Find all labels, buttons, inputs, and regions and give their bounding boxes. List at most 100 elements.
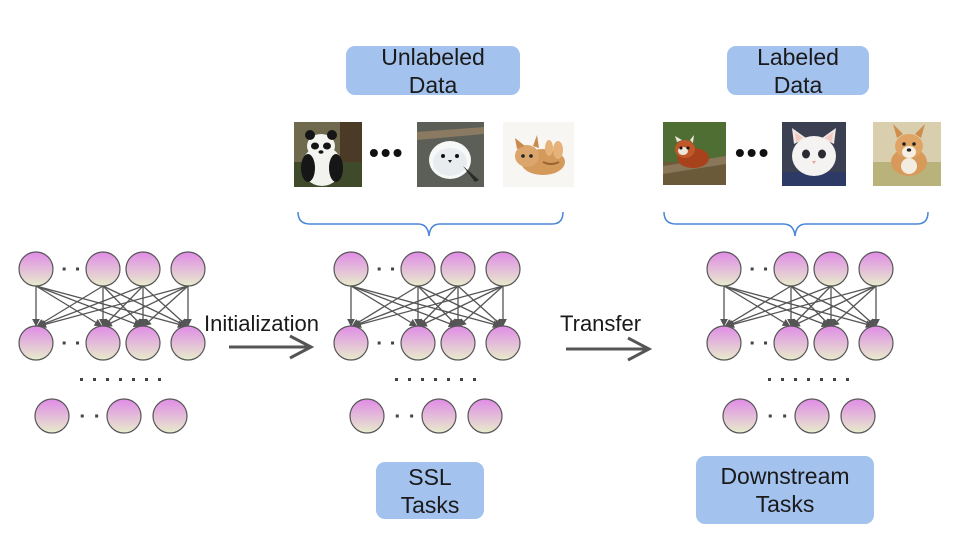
dog-icon xyxy=(873,122,941,186)
layer-ellipsis-dot xyxy=(807,378,810,381)
row-ellipsis-dot xyxy=(783,414,787,418)
neuron-node-hidden xyxy=(858,325,894,361)
unlabeled-data-box: Unlabeled Data xyxy=(346,43,520,98)
neuron-node-output xyxy=(421,398,457,434)
layer-ellipsis-dot xyxy=(106,378,109,381)
row-ellipsis-dot xyxy=(377,341,381,345)
network-connection xyxy=(102,285,188,327)
row-ellipsis-dot xyxy=(76,341,80,345)
layer-ellipsis-dot xyxy=(820,378,823,381)
layer-ellipsis-dot xyxy=(80,378,83,381)
layer-ellipsis-dot xyxy=(768,378,771,381)
panda-icon xyxy=(294,122,362,187)
row-ellipsis-dot xyxy=(95,414,99,418)
layer-ellipsis-dot xyxy=(447,378,450,381)
row-ellipsis-dot xyxy=(62,341,66,345)
neuron-node-output xyxy=(349,398,385,434)
network-connection xyxy=(350,285,457,328)
row-ellipsis-dot xyxy=(750,341,754,345)
unlabeled-data-line1: Unlabeled xyxy=(381,43,485,70)
neuron-node-hidden xyxy=(706,325,742,361)
red-panda-icon xyxy=(663,122,726,185)
neuron-node-input xyxy=(773,251,809,287)
downstream-tasks-box: Downstream Tasks xyxy=(696,456,874,524)
network-connection xyxy=(723,285,830,328)
layer-ellipsis-dot xyxy=(93,378,96,381)
ssl-tasks-box: SSL Tasks xyxy=(376,462,484,519)
transfer-arrowhead xyxy=(627,336,653,362)
row-ellipsis-dot xyxy=(764,267,768,271)
neuron-node-input xyxy=(858,251,894,287)
unlabeled-brace xyxy=(297,211,564,237)
white-kitten-image xyxy=(782,122,846,186)
neuron-node-output xyxy=(840,398,876,434)
base-network xyxy=(18,251,206,434)
network-connection xyxy=(350,285,418,327)
labeled-data-box: Labeled Data xyxy=(727,44,869,98)
network-connection xyxy=(351,285,419,327)
unlabeled-images-ellipsis: ••• xyxy=(369,137,405,168)
neuron-node-hidden xyxy=(170,325,206,361)
row-ellipsis-dot xyxy=(391,267,395,271)
row-ellipsis-dot xyxy=(410,414,414,418)
neuron-node-output xyxy=(467,398,503,434)
layer-ellipsis-dot xyxy=(833,378,836,381)
row-ellipsis-dot xyxy=(80,414,84,418)
neuron-node-hidden xyxy=(773,325,809,361)
network-connection xyxy=(143,285,189,327)
neuron-node-input xyxy=(813,251,849,287)
layer-ellipsis-dot xyxy=(132,378,135,381)
network-connection xyxy=(36,285,104,327)
neuron-node-input xyxy=(333,251,369,287)
layer-ellipsis-dot xyxy=(395,378,398,381)
neuron-node-input xyxy=(170,251,206,287)
row-ellipsis-dot xyxy=(768,414,772,418)
network-connection xyxy=(790,285,876,327)
network-connection xyxy=(35,285,103,327)
neuron-node-hidden xyxy=(485,325,521,361)
network-connection xyxy=(725,285,832,328)
row-ellipsis-dot xyxy=(750,267,754,271)
row-ellipsis-dot xyxy=(62,267,66,271)
layer-ellipsis-dot xyxy=(460,378,463,381)
layer-ellipsis-dot xyxy=(421,378,424,381)
downstream-tasks-line2: Tasks xyxy=(755,491,815,517)
neuron-node-input xyxy=(706,251,742,287)
network-connection xyxy=(417,285,503,327)
layer-ellipsis-dot xyxy=(781,378,784,381)
neuron-node-input xyxy=(400,251,436,287)
neuron-node-hidden xyxy=(400,325,436,361)
layer-ellipsis-dot xyxy=(846,378,849,381)
ssl-tasks-line1: SSL xyxy=(408,463,452,490)
network-connection xyxy=(37,285,144,328)
network-connection xyxy=(35,285,142,328)
network-connection xyxy=(38,285,189,328)
neuron-node-hidden xyxy=(85,325,121,361)
ssl-network xyxy=(333,251,521,434)
neuron-node-hidden xyxy=(440,325,476,361)
neuron-node-output xyxy=(34,398,70,434)
layer-ellipsis-dot xyxy=(158,378,161,381)
bird-icon xyxy=(417,122,484,187)
labeled-data-line2: Data xyxy=(773,71,823,98)
row-ellipsis-dot xyxy=(764,341,768,345)
neuron-node-hidden xyxy=(813,325,849,361)
network-connection xyxy=(103,285,144,327)
white-bird-image xyxy=(417,122,484,187)
network-connection xyxy=(35,285,186,328)
layer-ellipsis-dot xyxy=(119,378,122,381)
labeled-brace xyxy=(663,211,929,237)
network-connection xyxy=(350,285,501,328)
corgi-image xyxy=(873,122,941,186)
initialization-label: Initialization xyxy=(204,311,319,336)
neuron-node-input xyxy=(125,251,161,287)
network-connection xyxy=(723,285,791,327)
layer-ellipsis-dot xyxy=(408,378,411,381)
neuron-node-output xyxy=(794,398,830,434)
neuron-node-input xyxy=(440,251,476,287)
row-ellipsis-dot xyxy=(395,414,399,418)
ssl-tasks-line2: Tasks xyxy=(400,491,460,518)
network-connection xyxy=(723,285,874,328)
